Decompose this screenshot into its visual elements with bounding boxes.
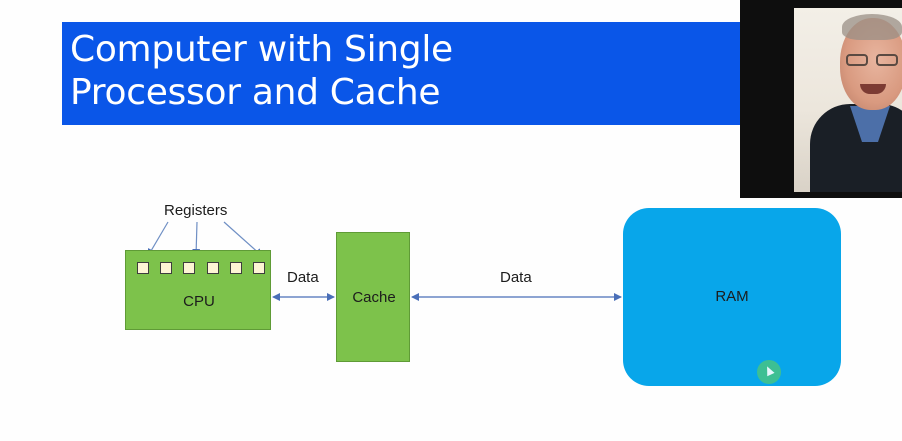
register-3 (183, 262, 195, 274)
slide-title-line-1: Computer with Single (70, 29, 453, 70)
registers-label: Registers (164, 202, 228, 219)
ram-box: RAM (623, 208, 841, 386)
slide-title-bar: Computer with Single Processor and Cache (62, 22, 762, 125)
slide-title: Computer with Single Processor and Cache (70, 28, 490, 114)
cursor-arrow-icon (763, 364, 775, 377)
presenter-hair (842, 14, 902, 40)
presenter-glasses (846, 54, 902, 68)
data-label-cache-ram: Data (500, 269, 532, 286)
register-4 (207, 262, 219, 274)
webcam-video (794, 8, 902, 192)
presenter-mouth (860, 84, 886, 94)
slide-title-line-2: Processor and Cache (70, 72, 441, 113)
data-label-cpu-cache: Data (287, 269, 319, 286)
webcam-overlay (740, 0, 902, 198)
register-1 (137, 262, 149, 274)
cpu-box: CPU (125, 250, 271, 330)
cache-label: Cache (352, 289, 396, 306)
register-6 (253, 262, 265, 274)
ram-label: RAM (715, 288, 749, 305)
cpu-label: CPU (183, 293, 215, 310)
mouse-pointer-icon (757, 360, 781, 384)
register-5 (230, 262, 242, 274)
cache-box: Cache (336, 232, 410, 362)
register-2 (160, 262, 172, 274)
